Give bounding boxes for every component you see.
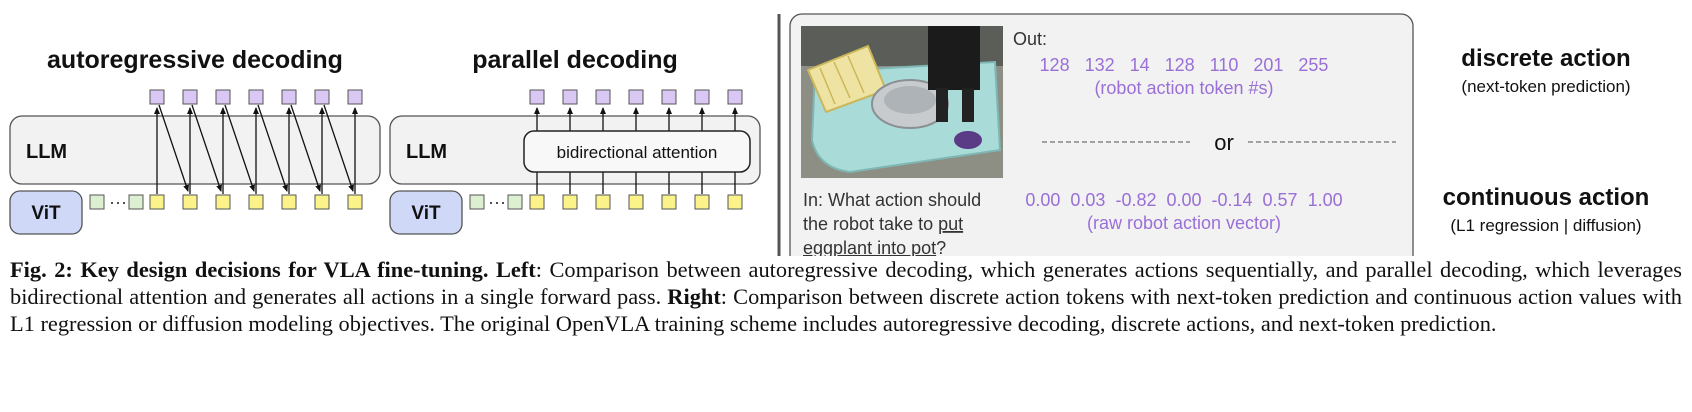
input-action-token [248,194,264,210]
input-action-token [562,194,578,210]
output-action-token [727,89,743,105]
continuous-action-subheading: (L1 regression | diffusion) [1450,216,1641,235]
feedback-arrow [224,104,255,192]
instruction-line-2: the robot take to put [803,214,963,234]
feedback-arrow [290,104,321,192]
instruction-line-3: eggplant into pot? [803,238,946,256]
feedback-arrow [191,104,222,192]
output-action-token [628,89,644,105]
output-action-token [529,89,545,105]
continuous-action-values: 0.00 0.03 -0.82 0.00 -0.14 0.57 1.00 [1025,190,1342,210]
input-action-token [694,194,710,210]
discrete-action-caption: (robot action token #s) [1094,78,1273,98]
caption-right-label: Right [667,284,721,309]
output-action-token [595,89,611,105]
image-token [89,194,105,210]
robot-scene-image [801,26,1003,178]
llm-label-parallel: LLM [406,141,447,163]
output-action-token [562,89,578,105]
output-action-tokens-autoregressive [149,89,363,105]
feedback-arrow [323,104,354,192]
continuous-action-heading: continuous action [1443,184,1650,211]
input-action-token [149,194,165,210]
discrete-action-heading: discrete action [1461,45,1630,72]
input-action-token [215,194,231,210]
bidirectional-attention-label: bidirectional attention [557,143,718,162]
vit-label-parallel: ViT [411,203,441,224]
caption-figure-label: Fig. 2: Key design decisions for VLA fin… [10,257,489,282]
output-action-token [314,89,330,105]
output-action-token [694,89,710,105]
autoregressive-title: autoregressive decoding [47,46,343,74]
llm-box-autoregressive [9,115,381,185]
bidirectional-attention-box [523,130,751,173]
output-action-token [248,89,264,105]
ellipsis: ··· [109,192,127,212]
continuous-action-caption: (raw robot action vector) [1087,213,1281,233]
input-action-tokens-autoregressive [149,194,363,210]
caption-left-text: : Comparison between autoregressive deco… [10,257,1682,309]
image-token [469,194,485,210]
vit-label-autoregressive: ViT [31,203,61,224]
caption-right-text: : Comparison between discrete action tok… [10,284,1682,336]
input-action-token [182,194,198,210]
output-action-token [182,89,198,105]
discrete-action-subheading: (next-token prediction) [1461,77,1630,96]
caption-left-label: Left [495,257,536,282]
input-action-token [595,194,611,210]
ellipsis: ··· [488,192,506,212]
or-label: or [1214,130,1234,155]
input-action-token [727,194,743,210]
input-action-token [281,194,297,210]
autoregressive-arrows [154,104,358,194]
discrete-action-values: 128 132 14 128 110 201 255 [1040,55,1329,75]
vit-box-parallel [389,190,463,235]
image-token [507,194,523,210]
figure-caption: Fig. 2: Key design decisions for VLA fin… [10,256,1682,337]
image-token [128,194,144,210]
feedback-arrow [257,104,288,192]
input-action-token [529,194,545,210]
figure-diagram: autoregressive decoding LLM ViT ··· para… [9,13,1650,256]
parallel-title: parallel decoding [472,46,678,74]
instruction-line-1: In: What action should [803,190,981,210]
feedback-arrow [158,104,189,192]
output-action-token [661,89,677,105]
input-action-token [628,194,644,210]
input-action-tokens-parallel [529,194,743,210]
input-action-token [347,194,363,210]
output-action-token [149,89,165,105]
output-action-token [281,89,297,105]
output-action-token [347,89,363,105]
input-action-token [314,194,330,210]
output-action-token [215,89,231,105]
llm-label-autoregressive: LLM [26,141,67,163]
out-label: Out: [1013,29,1047,49]
vit-box-autoregressive [9,190,83,235]
output-action-tokens-parallel [529,89,743,105]
input-action-token [661,194,677,210]
